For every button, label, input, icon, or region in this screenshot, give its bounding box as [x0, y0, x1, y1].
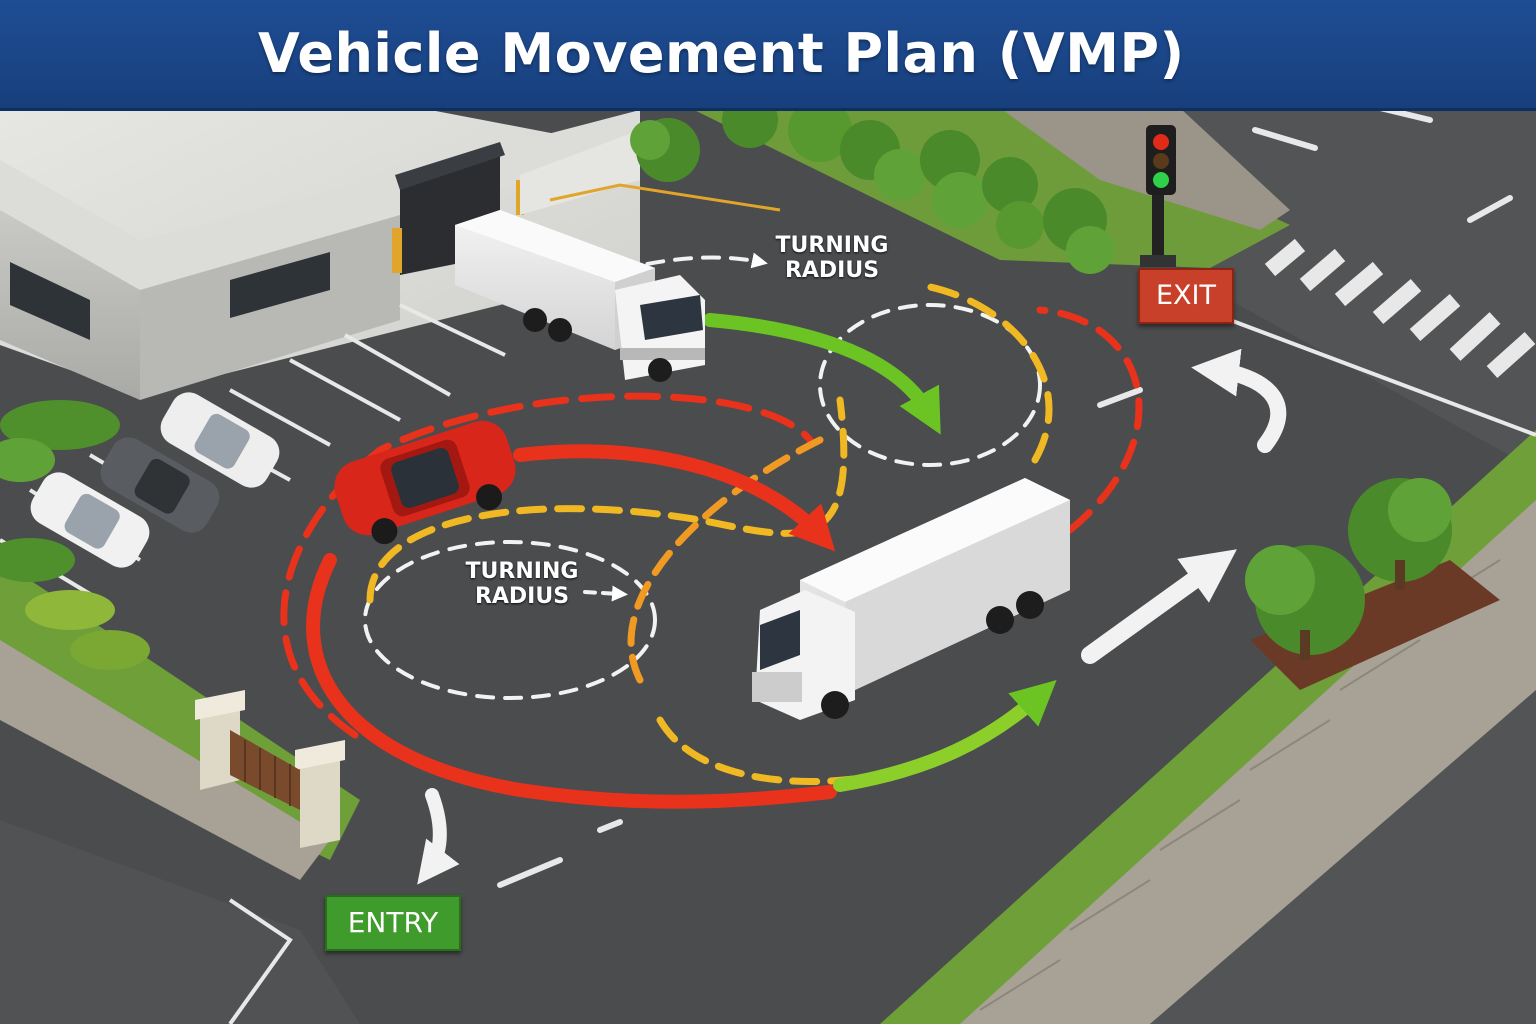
left-sidewalk [0, 640, 330, 880]
page-title: Vehicle Movement Plan (VMP) [258, 22, 1185, 85]
turning-radius-circle-upper [818, 303, 1042, 467]
lower-left-road [0, 820, 360, 1024]
sidewalk-joints [979, 559, 1501, 1011]
traffic-light-icon [1140, 125, 1176, 267]
turning-radius-label-line1: TURNING [465, 559, 579, 584]
truck-icon [752, 478, 1070, 720]
turning-radius-label-upper: TURNING RADIUS [762, 233, 902, 283]
truck-icon [455, 210, 705, 382]
turning-radius-circle-inner [363, 540, 657, 700]
turning-radius-label-line2: RADIUS [784, 258, 880, 283]
exit-sign: EXIT [1138, 268, 1234, 324]
traffic-direction-arrow-upturn [1191, 348, 1287, 453]
shrub-hedge-left [0, 400, 150, 670]
dock-bollard [392, 228, 402, 273]
radius-pointer-mid [583, 585, 628, 602]
red-solid-entry-path [306, 553, 837, 809]
entry-stop-line [228, 898, 293, 1024]
green-truck-route-arrow [703, 313, 941, 435]
tree-icon [1245, 478, 1452, 660]
crosswalk [1264, 238, 1536, 378]
traffic-direction-arrow-entry [417, 788, 460, 885]
perimeter-fence [520, 130, 640, 215]
car-icon [30, 392, 280, 568]
red-car-route-arrow [513, 444, 836, 552]
turning-radius-label-line2: RADIUS [474, 584, 570, 609]
loading-bay-line [549, 183, 781, 212]
traffic-direction-arrow-exit [1081, 549, 1237, 664]
orange-dashed-truck-swing [916, 281, 1053, 464]
gate-icon [195, 690, 345, 848]
right-grass-strip [880, 430, 1536, 1024]
red-dashed-outer-loop [280, 392, 814, 739]
stop-line [1229, 318, 1536, 437]
green-exit-route-arrow [833, 680, 1057, 792]
top-sidewalk [1000, 108, 1290, 230]
warehouse-icon [0, 108, 640, 400]
planter-bed [1250, 560, 1500, 690]
red-dashed-truck-swing [1036, 306, 1143, 534]
turning-radius-label-center: TURNING RADIUS [452, 559, 592, 609]
right-street [1150, 690, 1536, 1024]
car-icon [334, 420, 516, 545]
turning-radius-label-line1: TURNING [775, 233, 889, 258]
entry-sign: ENTRY [325, 895, 461, 951]
title-banner: Vehicle Movement Plan (VMP) [0, 0, 1536, 111]
